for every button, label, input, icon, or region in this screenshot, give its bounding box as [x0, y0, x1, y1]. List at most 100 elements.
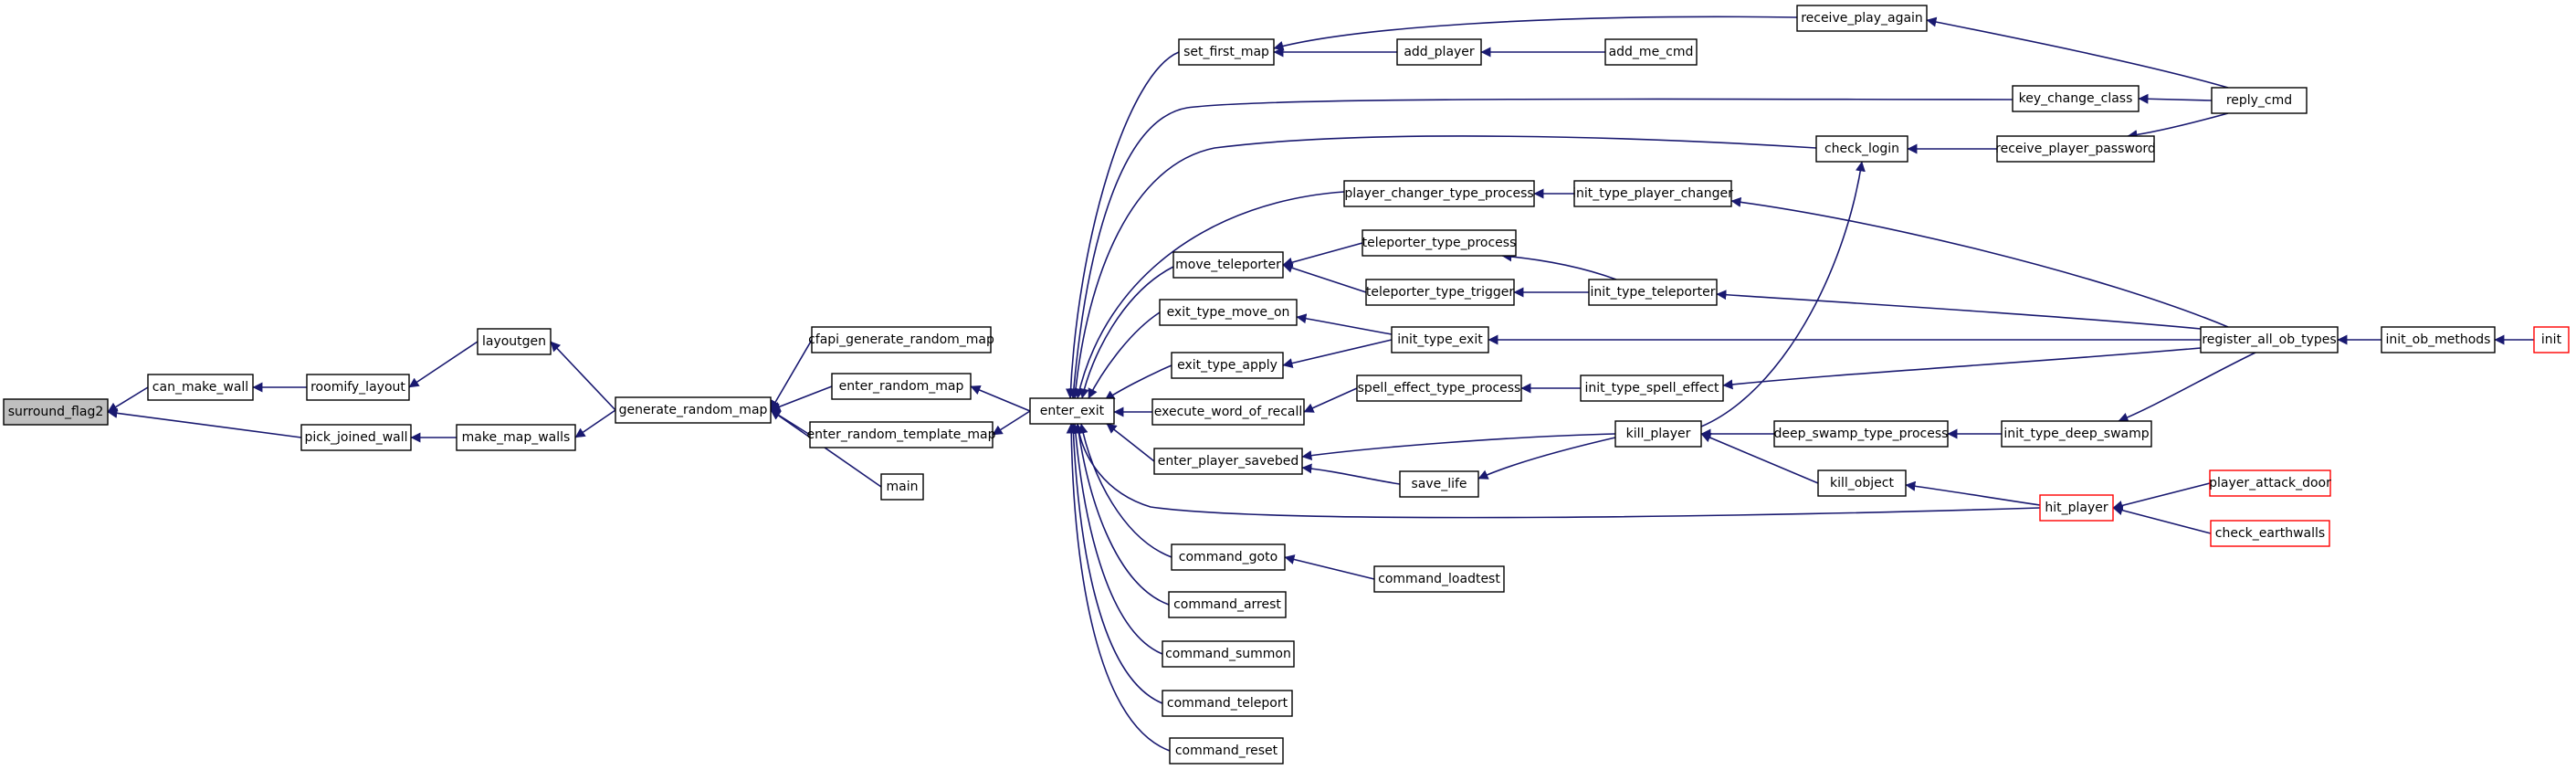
node-command-teleport[interactable]: command_teleport	[1162, 690, 1293, 717]
node-key-change-class[interactable]: key_change_class	[2012, 85, 2140, 112]
node-init-type-exit[interactable]: init_type_exit	[1391, 326, 1489, 353]
node-label: add_player	[1404, 45, 1475, 59]
node-pick-joined-wall[interactable]: pick_joined_wall	[300, 424, 412, 451]
node-register-all-ob-types[interactable]: register_all_ob_types	[2200, 326, 2339, 353]
node-check-earthwalls[interactable]: check_earthwalls	[2210, 520, 2330, 547]
node-box	[1162, 690, 1293, 717]
edge-init_type_teleporter-to-teleporter_type_process	[1501, 251, 1617, 280]
edge-line	[1074, 191, 1345, 399]
node-command-loadtest[interactable]: command_loadtest	[1373, 565, 1505, 593]
node-roomify-layout[interactable]: roomify_layout	[306, 374, 410, 401]
node-exit-type-move-on[interactable]: exit_type_move_on	[1159, 299, 1298, 326]
node-label: generate_random_map	[619, 403, 768, 417]
edge-line	[770, 339, 813, 411]
edge-receive_play_again-to-set_first_map	[1273, 16, 1798, 51]
edge-move_teleporter-to-enter_exit	[1078, 266, 1174, 399]
node-exit-type-apply[interactable]: exit_type_apply	[1171, 352, 1284, 379]
node-check-login[interactable]: check_login	[1815, 135, 1908, 163]
edges-layer	[107, 16, 2534, 752]
node-label: check_earthwalls	[2215, 526, 2325, 541]
node-box	[2012, 85, 2140, 112]
edge-line	[1301, 463, 1401, 485]
edge-kill_player-to-save_life	[1477, 437, 1616, 480]
node-box	[1396, 38, 1482, 66]
node-receive-play-again[interactable]: receive_play_again	[1796, 5, 1928, 32]
node-move-teleporter[interactable]: move_teleporter	[1172, 251, 1284, 279]
node-box	[1604, 38, 1698, 66]
node-box	[1169, 737, 1284, 765]
node-command-goto[interactable]: command_goto	[1171, 543, 1286, 571]
node-label: main	[887, 480, 919, 494]
node-label: command_summon	[1165, 647, 1291, 661]
node-make-map-walls[interactable]: make_map_walls	[456, 424, 576, 451]
node-box	[2211, 87, 2308, 114]
node-init-type-deep-swamp[interactable]: init_type_deep_swamp	[2001, 420, 2152, 448]
node-spell-effect-type-process[interactable]: spell_effect_type_process	[1356, 374, 1522, 402]
node-box	[1153, 448, 1303, 475]
node-add-me-cmd[interactable]: add_me_cmd	[1604, 38, 1698, 66]
node-command-reset[interactable]: command_reset	[1169, 737, 1284, 765]
node-command-arrest[interactable]: command_arrest	[1168, 591, 1287, 618]
node-init-ob-methods[interactable]: init_ob_methods	[2381, 326, 2496, 353]
edge-command_summon-to-enter_exit	[1070, 423, 1163, 655]
edge-line	[1066, 423, 1171, 752]
node-reply-cmd[interactable]: reply_cmd	[2211, 87, 2308, 114]
node-hit-player[interactable]: hit_player	[2039, 494, 2114, 522]
node-init-type-spell-effect[interactable]: init_type_spell_effect	[1580, 374, 1724, 402]
node-player-changer-type-process[interactable]: player_changer_type_process	[1343, 180, 1535, 207]
edge-line	[1730, 196, 2229, 328]
node-init-type-player-changer[interactable]: init_type_player_changer	[1572, 180, 1733, 207]
node-box	[1391, 326, 1489, 353]
edge-key_change_class-to-enter_exit	[1068, 98, 2013, 399]
edge-line	[1282, 263, 1367, 293]
node-generate-random-map[interactable]: generate_random_map	[615, 396, 772, 424]
edge-line	[1073, 423, 2041, 519]
node-label: cfapi_generate_random_map	[808, 332, 994, 347]
node-box	[1162, 640, 1295, 668]
node-surround-flag2[interactable]: surround_flag2	[3, 398, 109, 426]
edge-register_all_ob_types-to-init_type_teleporter	[1716, 290, 2202, 330]
edge-layoutgen-to-roomify_layout	[408, 341, 478, 388]
edge-line	[1106, 423, 1155, 462]
node-enter-random-map[interactable]: enter_random_map	[831, 373, 972, 400]
node-layoutgen[interactable]: layoutgen	[477, 328, 552, 355]
node-add-player[interactable]: add_player	[1396, 38, 1482, 66]
edge-enter_exit-to-enter_random_template_map	[992, 410, 1031, 436]
edge-line	[770, 385, 833, 412]
node-teleporter-type-process[interactable]: teleporter_type_process	[1362, 229, 1517, 257]
node-box	[2200, 326, 2339, 353]
node-cfapi-generate-random-map[interactable]: cfapi_generate_random_map	[808, 326, 994, 353]
node-enter-exit[interactable]: enter_exit	[1029, 397, 1115, 425]
node-box	[809, 421, 994, 448]
edge-register_all_ob_types-to-init_type_deep_swamp	[2118, 352, 2256, 423]
node-command-summon[interactable]: command_summon	[1162, 640, 1295, 668]
edge-line	[1273, 16, 1798, 51]
edge-line	[1501, 251, 1617, 280]
edge-command_goto-to-enter_exit	[1078, 423, 1172, 558]
node-receive-player-password[interactable]: receive_player_password	[1995, 135, 2156, 163]
node-can-make-wall[interactable]: can_make_wall	[147, 374, 254, 401]
edge-save_life-to-enter_player_savebed	[1301, 463, 1401, 485]
node-save-life[interactable]: save_life	[1399, 470, 1479, 498]
node-enter-random-template-map[interactable]: enter_random_template_map	[807, 421, 996, 448]
node-box	[1171, 543, 1286, 571]
node-deep-swamp-type-process[interactable]: deep_swamp_type_process	[1773, 420, 1949, 448]
node-enter-player-savebed[interactable]: enter_player_savebed	[1153, 448, 1303, 475]
node-init[interactable]: init	[2533, 326, 2570, 353]
edge-check_login-to-enter_exit	[1070, 135, 1817, 399]
node-set-first-map[interactable]: set_first_map	[1178, 38, 1275, 66]
edge-line	[1078, 423, 1172, 558]
node-box	[1817, 469, 1907, 497]
edge-line	[107, 407, 302, 438]
node-teleporter-type-trigger[interactable]: teleporter_type_trigger	[1365, 279, 1515, 306]
node-init-type-teleporter[interactable]: init_type_teleporter	[1588, 279, 1718, 306]
node-main[interactable]: main	[880, 473, 924, 501]
node-label: command_reset	[1175, 744, 1278, 758]
node-kill-object[interactable]: kill_object	[1817, 469, 1907, 497]
edge-init_type_exit-to-exit_type_move_on	[1296, 313, 1393, 335]
edge-register_all_ob_types-to-init_type_player_changer	[1730, 196, 2229, 328]
node-kill-player[interactable]: kill_player	[1614, 420, 1702, 448]
node-player-attack-door[interactable]: player_attack_door	[2209, 469, 2331, 497]
node-execute-word-of-recall[interactable]: execute_word_of_recall	[1151, 398, 1305, 426]
